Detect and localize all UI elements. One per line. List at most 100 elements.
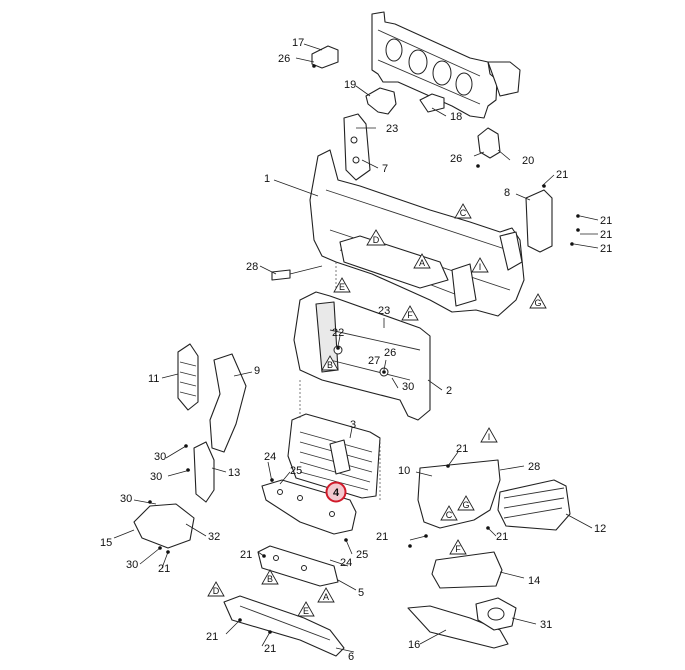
callout-32: 32 (208, 531, 220, 543)
marker-e (333, 277, 351, 293)
callout-19: 19 (344, 79, 356, 91)
callout-10: 10 (398, 465, 410, 477)
bracket-31 (475, 597, 517, 631)
callout-21-g: 21 (206, 631, 218, 643)
callout-26-c: 26 (384, 347, 396, 359)
callout-21-h: 21 (264, 643, 276, 655)
bolt-28-top (271, 265, 323, 281)
callout-numbers: 17 26 19 18 23 7 26 20 1 21 8 21 21 21 2… (100, 37, 612, 663)
callout-18: 18 (450, 111, 462, 123)
callout-27: 27 (368, 355, 380, 367)
bracket-7 (343, 113, 371, 181)
callout-23-b: 23 (378, 305, 390, 317)
marker-d-2 (207, 581, 225, 597)
callout-2: 2 (446, 385, 452, 397)
callout-28-a: 28 (246, 261, 258, 273)
callout-25-b: 25 (356, 549, 368, 561)
marker-c-2-label: C (446, 510, 453, 520)
callout-13: 13 (228, 467, 240, 479)
marker-a-2 (317, 587, 335, 603)
callout-21-j: 21 (376, 531, 388, 543)
highlighted-callout-4[interactable]: 4 (325, 481, 347, 503)
callout-8: 8 (504, 187, 510, 199)
callout-21-k: 21 (496, 531, 508, 543)
marker-e-label: E (339, 282, 345, 292)
upper-support-bracket (371, 11, 521, 119)
marker-i (471, 257, 489, 273)
callout-21-e: 21 (158, 563, 170, 575)
callout-7: 7 (382, 163, 388, 175)
right-panel-10 (417, 459, 501, 529)
left-panel-15 (133, 503, 195, 549)
marker-f-label: F (407, 310, 413, 320)
right-bar-16 (407, 605, 509, 649)
fastener-dots (148, 64, 580, 634)
marker-g-2-label: G (462, 500, 469, 510)
lower-plate-5 (257, 545, 339, 587)
callout-21-i: 21 (456, 443, 468, 455)
marker-b-2-label: B (267, 574, 273, 584)
callout-21-d: 21 (600, 243, 612, 255)
left-grille-11 (177, 343, 199, 411)
reference-markers: C D A I E F G B I C G F B A D E (207, 203, 547, 617)
callout-1: 1 (264, 173, 270, 185)
marker-c (454, 203, 472, 219)
callout-21-b: 21 (600, 215, 612, 227)
callout-30-c: 30 (150, 471, 162, 483)
side-bracket-8 (525, 189, 553, 253)
callout-26-a: 26 (278, 53, 290, 65)
callout-14: 14 (528, 575, 540, 587)
callout-24-b: 24 (340, 557, 352, 569)
marker-a-label: A (419, 258, 425, 268)
callout-21-f: 21 (240, 549, 252, 561)
callout-15: 15 (100, 537, 112, 549)
marker-a-2-label: A (323, 592, 329, 602)
marker-d (366, 229, 386, 246)
right-panel-14 (431, 551, 503, 589)
marker-i-2 (480, 427, 498, 443)
callout-23-a: 23 (386, 123, 398, 135)
marker-i-2-label: I (488, 432, 491, 442)
marker-a (413, 253, 431, 269)
marker-f (401, 305, 419, 321)
marker-b-2 (261, 569, 279, 585)
bracket-17 (311, 45, 339, 69)
callout-20: 20 (522, 155, 534, 167)
callout-30-e: 30 (126, 559, 138, 571)
leader-lines (113, 43, 599, 653)
callout-25-a: 25 (290, 465, 302, 477)
callout-12: 12 (594, 523, 606, 535)
left-panel-13 (193, 441, 215, 503)
marker-d-2-label: D (213, 586, 220, 596)
callout-26-b: 26 (450, 153, 462, 165)
callout-21-a: 21 (556, 169, 568, 181)
lower-plate-4 (261, 479, 357, 535)
shroud-2 (293, 291, 431, 421)
marker-c-label: C (460, 208, 467, 218)
highlight-circle[interactable] (325, 481, 347, 503)
bracket-19 (365, 87, 397, 115)
marker-f-2 (449, 539, 467, 555)
marker-f-2-label: F (455, 544, 461, 554)
marker-c-2 (440, 505, 458, 521)
callout-31: 31 (540, 619, 552, 631)
marker-g-label: G (534, 298, 541, 308)
callout-4[interactable]: 4 (333, 487, 340, 499)
callout-9: 9 (254, 365, 260, 377)
left-panel-9 (209, 353, 247, 453)
callout-21-c: 21 (600, 229, 612, 241)
callout-17: 17 (292, 37, 304, 49)
marker-b (321, 355, 339, 371)
right-grille-12 (497, 479, 571, 531)
marker-g (529, 293, 547, 309)
callout-24-a: 24 (264, 451, 276, 463)
callout-30-a: 30 (402, 381, 414, 393)
callout-11: 11 (148, 373, 159, 385)
marker-g-2 (457, 495, 475, 511)
callout-3: 3 (350, 419, 356, 431)
callout-22: 22 (332, 327, 344, 339)
callout-5: 5 (358, 587, 364, 599)
lower-bar-6 (223, 595, 345, 657)
marker-b-label: B (327, 360, 333, 370)
